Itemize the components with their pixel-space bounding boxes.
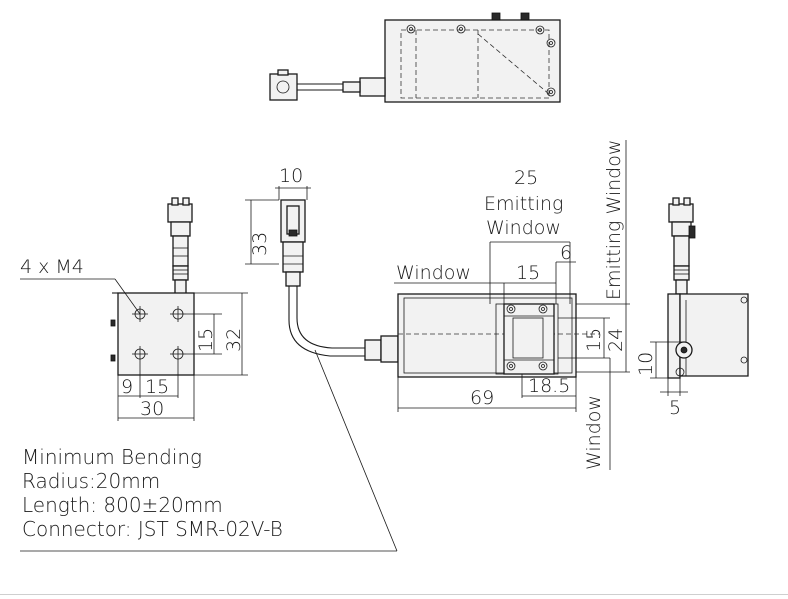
side-connector	[167, 203, 193, 223]
dim-side-w30: 30	[140, 398, 164, 420]
bottom-divider	[0, 594, 788, 595]
dim-rightview-10: 10	[635, 352, 657, 376]
right-view	[650, 197, 749, 396]
dimension-labels: 10 33 4 x M4 15 32 9 15 30 25 Emitting W…	[20, 140, 681, 470]
dim-window-15: 15	[516, 262, 540, 284]
dim-side-h32: 32	[223, 328, 245, 352]
dim-emitting-25: 25	[514, 167, 538, 189]
note-length: Length: 800±20mm	[22, 493, 223, 517]
dim-front-width: 10	[279, 165, 303, 187]
label-vertical-emitting-window: Emitting Window	[603, 140, 625, 300]
note-radius: Radius:20mm	[22, 469, 160, 493]
note-connector: Connector: JST SMR-02V-B	[22, 517, 283, 541]
dim-18-5: 18.5	[528, 375, 570, 397]
main-view	[364, 140, 630, 470]
side-view	[20, 197, 248, 421]
dim-length-69: 69	[470, 387, 494, 409]
dim-right-24: 24	[605, 328, 627, 352]
top-view	[269, 12, 561, 103]
notes: Minimum Bending Radius:20mm Length: 800±…	[22, 445, 283, 541]
dim-side-h15: 15	[195, 328, 217, 352]
dim-front-height: 33	[249, 232, 271, 256]
note-minimum-bending: Minimum Bending	[22, 445, 202, 469]
dim-rightview-5: 5	[669, 397, 681, 419]
label-vertical-window: Window	[583, 395, 605, 470]
front-view	[20, 186, 398, 552]
side-plate	[117, 292, 195, 376]
dim-side-w15: 15	[145, 376, 169, 398]
top-view-inner-outline	[400, 29, 550, 99]
dim-side-w9: 9	[121, 376, 133, 398]
label-emitting: Emitting	[484, 193, 563, 215]
label-window: Window	[396, 262, 471, 284]
dim-6: 6	[560, 242, 572, 264]
dim-right-15: 15	[583, 328, 605, 352]
top-view-body	[384, 19, 561, 103]
dim-mounting-holes: 4 x M4	[20, 256, 84, 278]
label-emitting-window: Window	[486, 217, 561, 239]
